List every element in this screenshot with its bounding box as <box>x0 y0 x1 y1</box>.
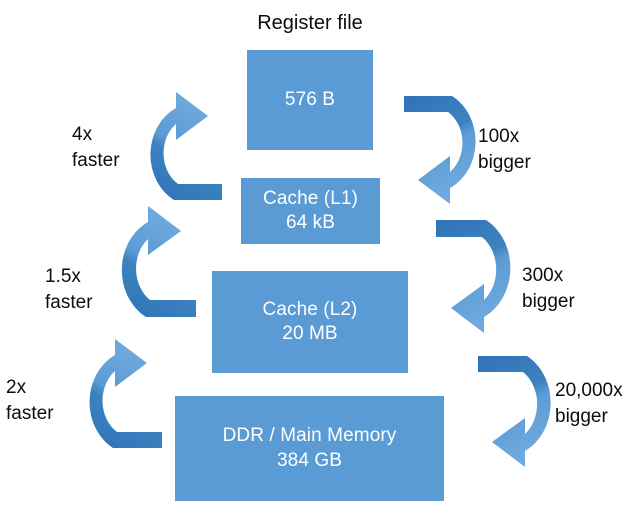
speed-label-2x: 2x faster <box>6 375 54 426</box>
memory-box-cache-l1: Cache (L1) 64 kB <box>241 178 380 244</box>
speed-label-4x: 4x faster <box>72 122 120 173</box>
arrow-ddr-to-l2-icon <box>88 334 173 456</box>
main-memory-name: DDR / Main Memory <box>222 425 397 447</box>
size-label-300x-word: bigger <box>522 290 575 312</box>
size-label-20000x-factor: 20,000x <box>555 380 623 401</box>
size-label-20000x: 20,000x bigger <box>555 378 623 429</box>
speed-label-1-5x-factor: 1.5x <box>45 266 81 287</box>
memory-box-cache-l2: Cache (L2) 20 MB <box>212 271 408 373</box>
speed-label-4x-word: faster <box>72 149 120 171</box>
speed-label-1-5x-word: faster <box>45 291 93 313</box>
size-label-100x-word: bigger <box>478 151 531 173</box>
memory-box-register-file: 576 B <box>247 50 373 150</box>
cache-l2-size: 20 MB <box>282 323 338 344</box>
cache-l1-size: 64 kB <box>285 212 336 233</box>
size-label-300x: 300x bigger <box>522 263 575 314</box>
memory-box-main-memory: DDR / Main Memory 384 GB <box>175 396 444 501</box>
arrow-l2-to-ddr-icon <box>470 348 555 473</box>
speed-label-2x-factor: 2x <box>6 377 27 398</box>
register-file-size: 576 B <box>284 88 336 110</box>
speed-label-1-5x: 1.5x faster <box>45 264 93 315</box>
arrow-l2-to-l1-icon <box>120 200 205 325</box>
cache-l2-name: Cache (L2) <box>262 298 358 320</box>
size-label-100x-factor: 100x <box>478 126 520 147</box>
speed-label-2x-word: faster <box>6 402 54 424</box>
size-label-300x-factor: 300x <box>522 265 564 286</box>
register-file-caption: Register file <box>257 12 363 34</box>
main-memory-size: 384 GB <box>276 449 343 471</box>
size-label-100x: 100x bigger <box>478 124 531 175</box>
speed-label-4x-factor: 4x <box>72 124 93 145</box>
cache-l1-name: Cache (L1) <box>263 187 358 209</box>
size-label-20000x-word: bigger <box>555 405 608 427</box>
arrow-l1-to-l2-icon <box>428 212 513 340</box>
arrow-l1-to-register-icon <box>150 88 230 208</box>
arrow-register-to-l1-icon <box>396 88 476 208</box>
